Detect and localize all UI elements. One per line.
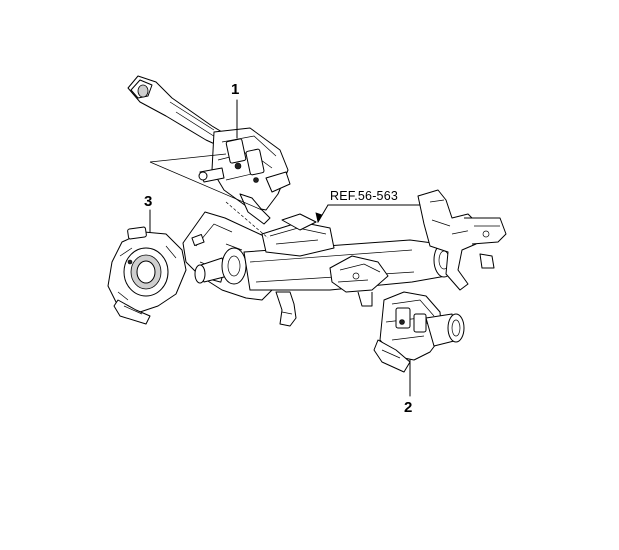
part-1-leader-lines (149, 99, 263, 211)
reference-label: REF.56-563 (330, 189, 399, 203)
part-1-combination-switch (127, 75, 291, 225)
reference-leader (315, 204, 421, 224)
steering-column-assembly (182, 189, 507, 327)
part-3-clock-spring (107, 226, 187, 325)
part-2-ignition-switch (373, 291, 465, 373)
callout-part-3: 3 (144, 193, 153, 210)
callout-part-2: 2 (404, 399, 413, 416)
callout-part-1: 1 (231, 81, 240, 98)
